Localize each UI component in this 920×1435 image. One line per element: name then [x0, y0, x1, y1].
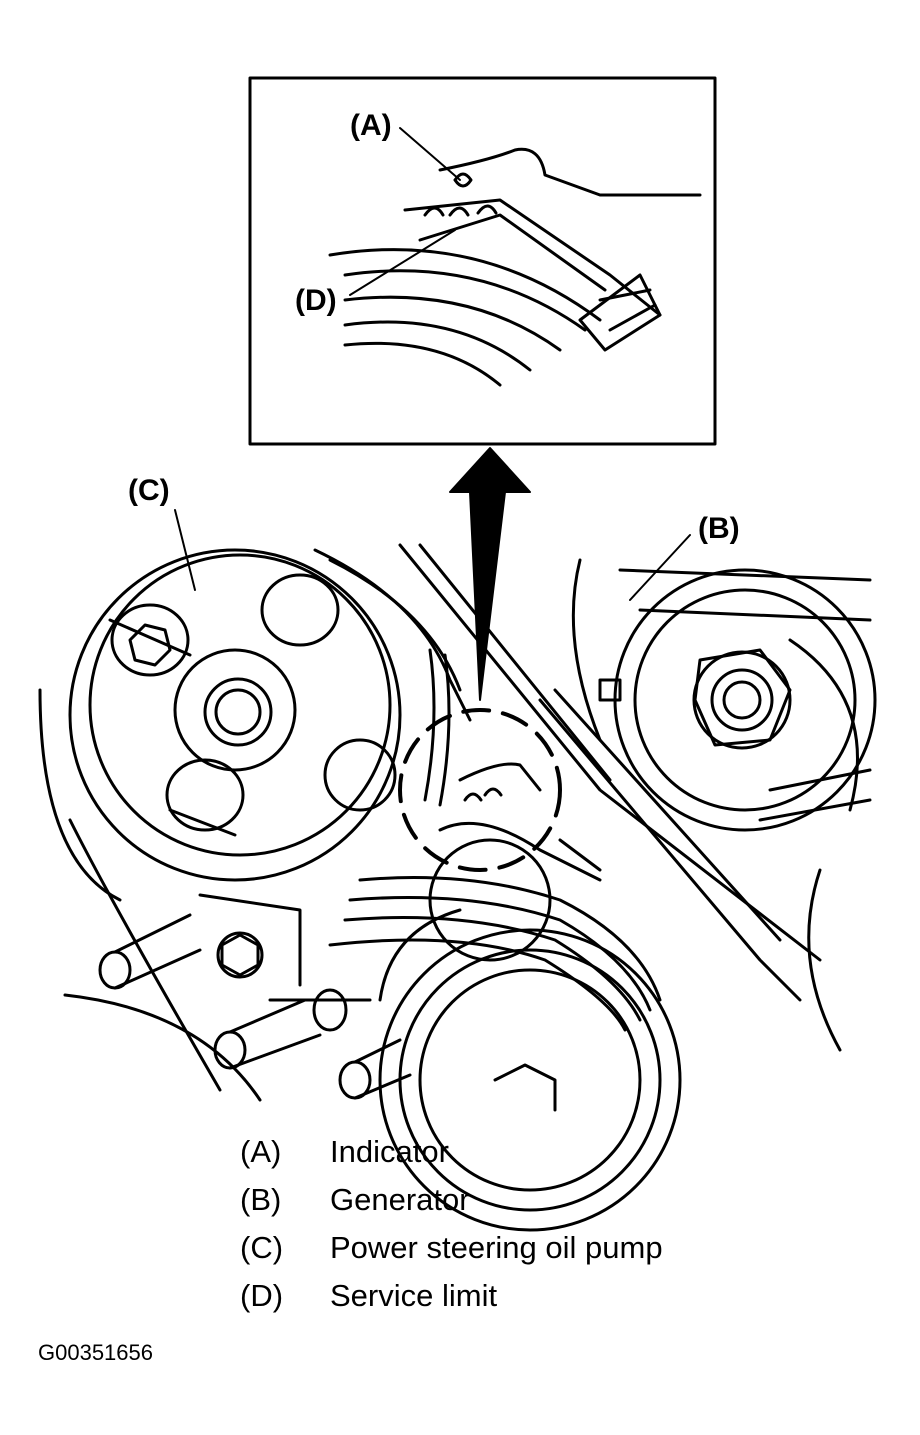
legend: (A) Indicator (B) Generator (C) Power st…	[240, 1128, 663, 1320]
legend-item: (B) Generator	[240, 1176, 663, 1224]
legend-item: (A) Indicator	[240, 1128, 663, 1176]
inset-frame	[248, 76, 717, 446]
inset-arm-end	[578, 273, 662, 352]
legend-label: Power steering oil pump	[330, 1230, 663, 1265]
legend-label: Generator	[330, 1182, 470, 1217]
legend-key: (B)	[240, 1182, 282, 1217]
inset-leader-a	[399, 127, 461, 181]
drive-belts	[313, 543, 822, 1032]
legend-label: Service limit	[330, 1278, 498, 1313]
legend-key: (C)	[240, 1230, 284, 1265]
leader-c	[174, 509, 196, 591]
power-steering-pump-pulley	[38, 548, 402, 902]
inset-leader-d	[349, 229, 456, 296]
inset-indicator-mark	[453, 172, 473, 188]
figure-id: G00351656	[38, 1340, 153, 1365]
callout-a: (A)	[350, 109, 392, 142]
lower-engine-parts	[63, 818, 682, 1232]
legend-key: (A)	[240, 1134, 282, 1169]
legend-item: (C) Power steering oil pump	[240, 1224, 663, 1272]
up-arrow-icon	[449, 447, 531, 701]
leader-b	[629, 534, 691, 601]
callout-c: (C)	[128, 474, 170, 507]
tensioner	[398, 708, 602, 962]
legend-key: (D)	[240, 1278, 284, 1313]
legend-item: (D) Service limit	[240, 1272, 663, 1320]
legend-label: Indicator	[330, 1134, 449, 1169]
inset-belt-line-1	[328, 248, 602, 322]
generator-pulley	[571, 558, 877, 1052]
callout-d: (D)	[295, 284, 337, 317]
detail-inset: (A) (D)	[248, 76, 717, 446]
detail-circle	[398, 708, 562, 872]
callout-b: (B)	[698, 512, 740, 545]
